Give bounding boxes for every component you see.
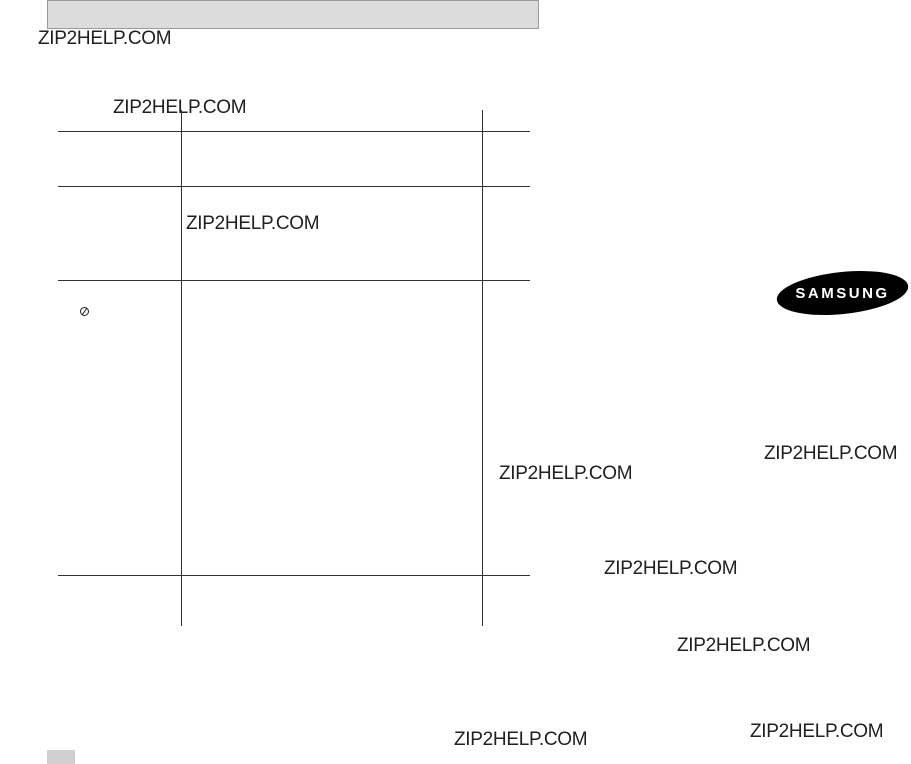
page-number-tab <box>47 750 75 764</box>
logo-ellipse <box>776 271 909 315</box>
watermark-text: ZIP2HELP.COM <box>38 28 172 49</box>
watermark-text: ZIP2HELP.COM <box>764 443 898 464</box>
watermark-text: ZIP2HELP.COM <box>499 463 633 484</box>
logo-wordmark: SAMSUNG <box>795 285 889 302</box>
watermark-text: ZIP2HELP.COM <box>604 558 738 579</box>
table-row-divider <box>58 280 530 281</box>
watermark-text: ZIP2HELP.COM <box>750 721 884 742</box>
table-row-divider <box>58 575 530 576</box>
watermark-text: ZIP2HELP.COM <box>186 213 320 234</box>
table-row-divider <box>58 131 530 132</box>
header-bar <box>47 0 539 29</box>
table-column-divider <box>181 110 182 626</box>
watermark-text: ZIP2HELP.COM <box>113 97 247 118</box>
samsung-logo: SAMSUNG <box>776 270 909 316</box>
table-row-divider <box>58 186 530 187</box>
circled-slash-icon <box>80 307 89 316</box>
table-column-divider <box>482 110 483 626</box>
watermark-text: ZIP2HELP.COM <box>677 635 811 656</box>
watermark-text: ZIP2HELP.COM <box>454 729 588 750</box>
